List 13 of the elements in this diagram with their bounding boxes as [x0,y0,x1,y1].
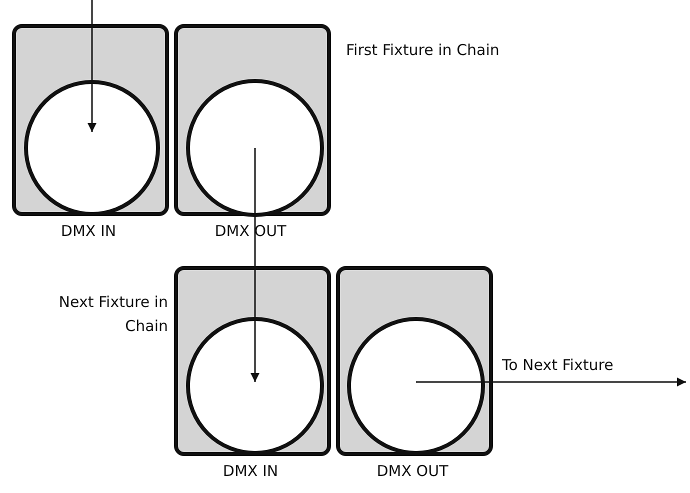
caption-text: Next Fixture in Chain [58,292,168,337]
signal-arrow [416,378,686,386]
signal-arrow [250,148,260,382]
fixture-panel [174,24,331,216]
port-label: DMX IN [222,462,278,480]
fixture-panel [336,266,493,456]
signal-arrow [88,0,96,132]
caption-text: First Fixture in Chain [346,40,500,61]
fixture-panel [12,24,169,216]
fixture-panel [174,266,331,456]
port-label: DMX OUT [376,462,448,480]
port-label: DMX IN [60,222,116,240]
port-label: DMX OUT [214,222,286,240]
